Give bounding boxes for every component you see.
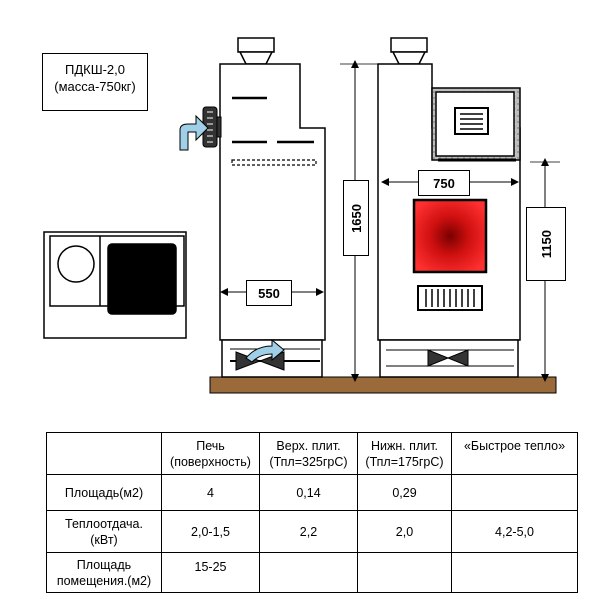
table-cell: 15-25 [161, 552, 260, 593]
bottom-air-arrow-icon [245, 338, 285, 363]
front-view [377, 37, 521, 378]
table-cell [451, 552, 578, 593]
table-header-row: Печь(поверхность) Верх. плит.(Тпл=325грС… [46, 432, 578, 475]
firebox-door [412, 198, 488, 274]
header-cell-upper-plate: Верх. плит.(Тпл=325грС) [259, 432, 358, 475]
side-view [219, 37, 326, 378]
model-name: ПДКШ-2,0 [64, 62, 126, 77]
row-label: Площадь(м2) [46, 474, 162, 511]
table-cell [259, 552, 358, 593]
table-cell: 2,2 [259, 510, 358, 553]
row-label: Теплоотдача.(кВт) [46, 510, 162, 553]
table-cell: 2,0 [357, 510, 452, 553]
table-cell: 0,14 [259, 474, 358, 511]
table-cell: 4 [161, 474, 260, 511]
stove-top-view-thumbnail [43, 231, 187, 339]
table-cell [451, 474, 578, 511]
header-cell-empty [46, 432, 162, 475]
table-cell: 0,29 [357, 474, 452, 511]
stove-drawing [43, 37, 560, 394]
side-body [219, 63, 326, 341]
front-grille [454, 107, 489, 135]
table-row: Теплоотдача.(кВт) 2,0-1,5 2,2 2,0 4,2-5,… [46, 510, 578, 553]
chimney-front-funnel [391, 51, 427, 65]
header-cell-quick-heat: «Быстрое тепло» [451, 432, 578, 475]
table-row: Площадь(м2) 4 0,14 0,29 [46, 474, 578, 511]
model-label-box: ПДКШ-2,0 (масса-750кг) [42, 53, 148, 111]
chimney-side-top [237, 37, 275, 53]
front-fan-icon [427, 349, 469, 367]
table-cell: 2,0-1,5 [161, 510, 260, 553]
dimension-hob-height-label: 1150 [526, 207, 566, 281]
header-cell-lower-plate: Нижн. плит.(Тпл=175грС) [357, 432, 452, 475]
model-mass: (масса-750кг) [54, 79, 136, 94]
floor-base [209, 376, 557, 394]
header-cell-stove: Печь(поверхность) [161, 432, 260, 475]
side-fan-vent-icon [202, 106, 222, 148]
air-intake-arrow-icon [179, 114, 209, 151]
chimney-front-top [390, 37, 428, 53]
spec-table: Печь(поверхность) Верх. плит.(Тпл=325грС… [46, 432, 578, 593]
dimension-height-label: 1650 [343, 180, 369, 256]
chimney-side-funnel [238, 51, 274, 65]
dimension-width-label: 750 [418, 170, 470, 196]
table-cell [357, 552, 452, 593]
dimension-depth-label: 550 [246, 280, 292, 306]
table-cell: 4,2-5,0 [451, 510, 578, 553]
